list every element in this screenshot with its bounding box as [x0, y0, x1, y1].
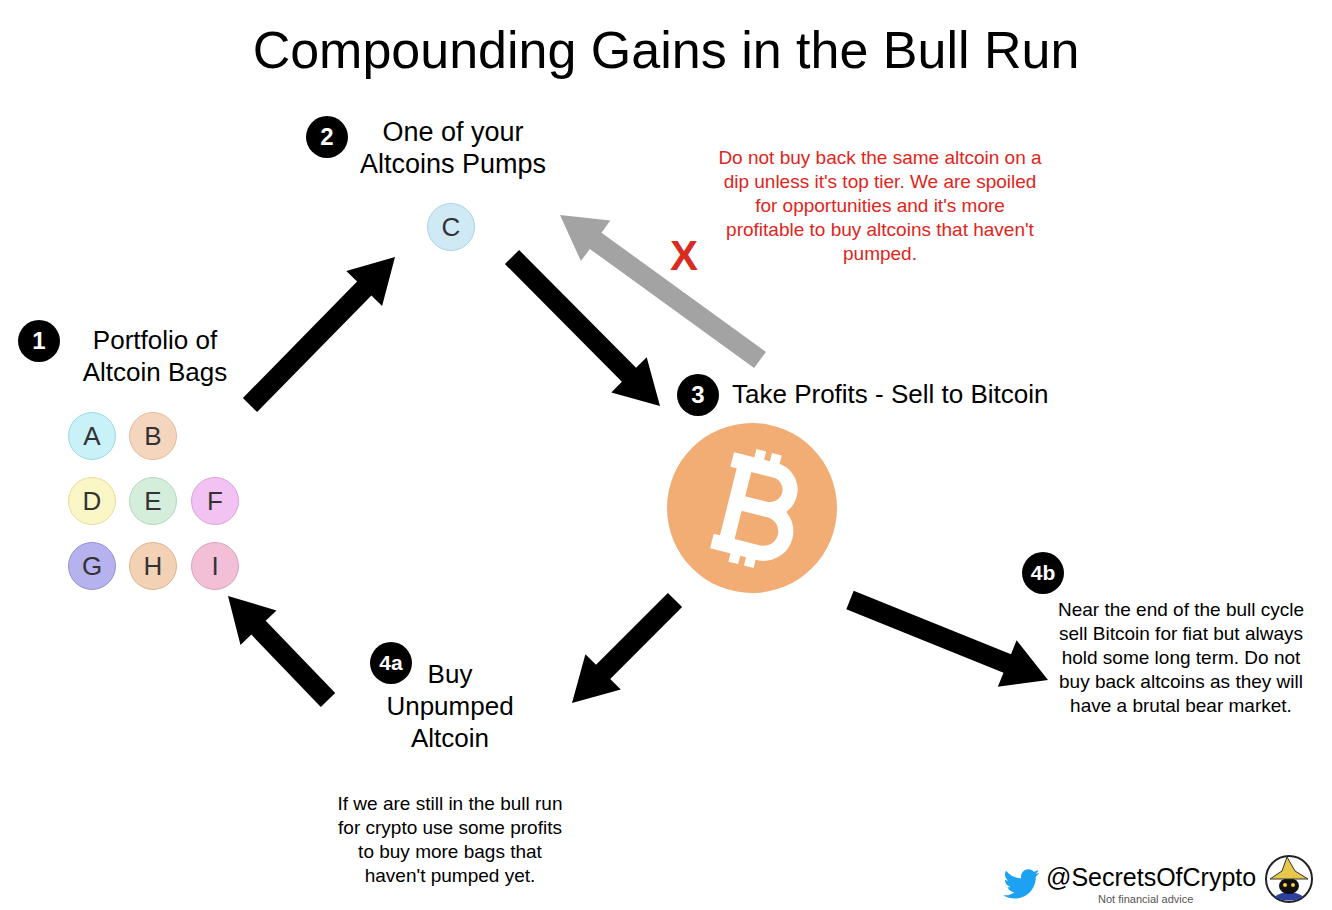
wizard-hat — [1270, 857, 1308, 879]
altcoin-bag: H — [129, 542, 177, 590]
step-body: Near the end of the bull cycle sell Bitc… — [1056, 598, 1306, 718]
node-text: E — [130, 478, 176, 524]
flow-arrow — [572, 593, 682, 703]
buy-unpumped-step: Buy Unpumped AltcoinIf we are still in t… — [328, 652, 572, 894]
step-body: If we are still in the bull run for cryp… — [330, 792, 570, 888]
step-heading: One of your Altcoins Pumps — [346, 116, 560, 180]
node-text: I — [192, 543, 238, 589]
step-heading: Take Profits - Sell to Bitcoin — [732, 378, 1048, 410]
altcoin-bag: A — [68, 412, 116, 460]
twitter-bird — [1002, 868, 1040, 900]
node-text: G — [69, 543, 115, 589]
bitcoin-ticks — [733, 450, 777, 566]
altcoin-bag: F — [191, 477, 239, 525]
disclaimer: Not financial advice — [1098, 893, 1193, 906]
wizard-face — [1279, 878, 1299, 894]
author-handle: @SecretsOfCrypto — [1046, 862, 1256, 892]
flow-arrow — [243, 257, 395, 412]
altcoin-circle: C — [427, 203, 475, 251]
callout-number: 3 — [677, 374, 719, 416]
diagram-title: Compounding Gains in the Bull Run — [0, 18, 1332, 82]
edge-mark: X — [667, 234, 701, 278]
node-text: H — [130, 543, 176, 589]
bitcoin-node: Take Profits - Sell to Bitcoin — [660, 360, 1080, 600]
twitter-bird-shape — [1003, 869, 1039, 898]
altcoin-bag: B — [129, 412, 177, 460]
wizard-avatar — [1264, 854, 1314, 904]
altcoin-bag: I — [191, 542, 239, 590]
bitcoin-b — [712, 460, 800, 558]
node-text: F — [192, 478, 238, 524]
wizard-eye — [1291, 883, 1295, 887]
node-text: A — [69, 413, 115, 459]
warning-note: Do not buy back the same altcoin on a di… — [715, 146, 1045, 266]
altcoin-bag: E — [129, 477, 177, 525]
avatar-ring — [1266, 856, 1312, 902]
exit-to-fiat-step: Near the end of the bull cycle sell Bitc… — [1048, 594, 1314, 724]
flow-arrow — [228, 596, 335, 707]
callout-number: 1 — [18, 320, 60, 362]
altcoin-bag: G — [68, 542, 116, 590]
node-text: D — [69, 478, 115, 524]
altcoin-bag: D — [68, 477, 116, 525]
callout-number: 4b — [1022, 552, 1064, 594]
wizard-eye — [1283, 883, 1287, 887]
group-heading: Portfolio of Altcoin Bags — [60, 324, 250, 388]
bitcoin-coin — [667, 423, 837, 593]
pumped-altcoin: One of your Altcoins PumpsC — [346, 112, 560, 257]
bitcoin-logo — [667, 423, 837, 593]
bitcoin-symbol — [708, 444, 804, 573]
callout-number: 4a — [370, 642, 412, 684]
portfolio-group: Portfolio of Altcoin BagsABDEF GHI — [60, 320, 250, 596]
node-text: B — [130, 413, 176, 459]
flow-arrow — [846, 591, 1048, 687]
callout-number: 2 — [306, 116, 348, 158]
